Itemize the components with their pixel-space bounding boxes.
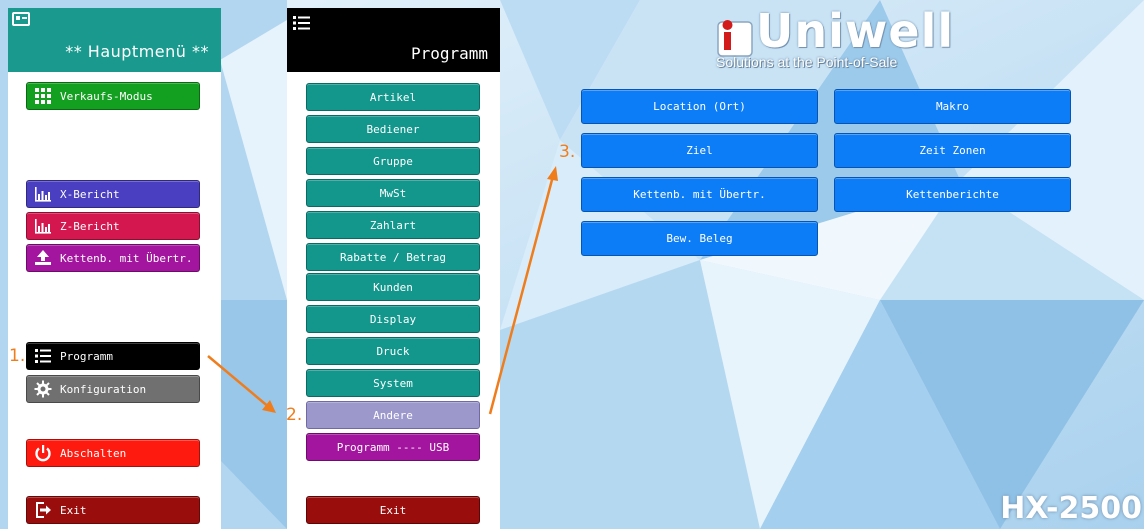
- grid-icon: [34, 87, 52, 105]
- location-ort-label: Location (Ort): [653, 100, 746, 113]
- program-menu-header: Programm: [287, 8, 500, 72]
- abschalten-label: Abschalten: [60, 446, 127, 460]
- kettenb-mit-uebertr-other-label: Kettenb. mit Übertr.: [633, 188, 766, 201]
- mwst-button[interactable]: MwSt: [306, 179, 480, 207]
- kettenb-mit-uebertr-other-button[interactable]: Kettenb. mit Übertr.: [581, 177, 818, 212]
- program-menu-panel: Programm Artikel Bediener Gruppe MwSt Za…: [287, 8, 500, 529]
- programm-label: Programm: [60, 349, 113, 363]
- kunden-label: Kunden: [373, 280, 413, 294]
- verkaufs-modus-label: Verkaufs-Modus: [60, 89, 153, 103]
- zahlart-button[interactable]: Zahlart: [306, 211, 480, 239]
- logo-tagline: Solutions at the Point-of-Sale: [716, 54, 898, 70]
- z-bericht-button[interactable]: Z-Bericht: [26, 212, 200, 240]
- gruppe-label: Gruppe: [373, 154, 413, 168]
- program-exit-label: Exit: [379, 503, 407, 517]
- makro-label: Makro: [935, 100, 970, 113]
- mwst-label: MwSt: [379, 186, 407, 200]
- logo-brand: Uniwell: [756, 4, 955, 58]
- system-label: System: [373, 376, 413, 390]
- ziel-button[interactable]: Ziel: [581, 133, 818, 168]
- program-exit-button[interactable]: Exit: [306, 496, 480, 524]
- kettenb-mit-uebertr-label: Kettenb. mit Übertr.: [60, 251, 193, 265]
- kunden-button[interactable]: Kunden: [306, 273, 480, 301]
- list-icon[interactable]: [293, 15, 311, 35]
- display-button[interactable]: Display: [306, 305, 480, 333]
- x-bericht-button[interactable]: X-Bericht: [26, 180, 200, 208]
- kettenberichte-button[interactable]: Kettenberichte: [834, 177, 1071, 212]
- konfiguration-button[interactable]: Konfiguration: [26, 375, 200, 403]
- druck-label: Druck: [376, 344, 410, 358]
- contact-card-icon[interactable]: [12, 12, 30, 26]
- step-3-label: 3.: [559, 142, 576, 162]
- bar-chart-icon: [34, 185, 52, 203]
- main-menu-title: ** Hauptmenü **: [65, 42, 209, 61]
- andere-button[interactable]: Andere: [306, 401, 480, 429]
- z-bericht-label: Z-Bericht: [60, 219, 120, 233]
- gear-icon: [34, 380, 52, 398]
- zeit-zonen-button[interactable]: Zeit Zonen: [834, 133, 1071, 168]
- bediener-label: Bediener: [366, 122, 420, 136]
- konfiguration-label: Konfiguration: [60, 382, 147, 396]
- location-ort-button[interactable]: Location (Ort): [581, 89, 818, 124]
- main-menu-panel: ** Hauptmenü ** Verkaufs-Modus X-Bericht…: [8, 8, 221, 529]
- x-bericht-label: X-Bericht: [60, 187, 120, 201]
- list-icon: [34, 347, 52, 365]
- bew-beleg-label: Bew. Beleg: [666, 232, 733, 245]
- system-button[interactable]: System: [306, 369, 480, 397]
- druck-button[interactable]: Druck: [306, 337, 480, 365]
- zahlart-label: Zahlart: [369, 218, 417, 232]
- andere-label: Andere: [373, 408, 413, 422]
- artikel-label: Artikel: [369, 90, 417, 104]
- program-menu-title: Programm: [410, 44, 488, 63]
- programm-usb-button[interactable]: Programm ---- USB: [306, 433, 480, 461]
- upload-icon: [34, 249, 52, 267]
- rabatte-betrag-label: Rabatte / Betrag: [340, 250, 446, 264]
- zeit-zonen-label: Zeit Zonen: [919, 144, 986, 157]
- ziel-label: Ziel: [686, 144, 713, 157]
- power-icon: [34, 444, 52, 462]
- bediener-button[interactable]: Bediener: [306, 115, 480, 143]
- exit-label: Exit: [60, 503, 87, 517]
- step-2-label: 2.: [286, 405, 303, 425]
- exit-button[interactable]: Exit: [26, 496, 200, 524]
- verkaufs-modus-button[interactable]: Verkaufs-Modus: [26, 82, 200, 110]
- main-menu-header: ** Hauptmenü **: [8, 8, 221, 72]
- makro-button[interactable]: Makro: [834, 89, 1071, 124]
- kettenb-mit-uebertr-button[interactable]: Kettenb. mit Übertr.: [26, 244, 200, 272]
- step-1-label: 1.: [9, 346, 26, 366]
- rabatte-betrag-button[interactable]: Rabatte / Betrag: [306, 243, 480, 271]
- gruppe-button[interactable]: Gruppe: [306, 147, 480, 175]
- uniwell-logo: Uniwell Solutions at the Point-of-Sale: [716, 4, 953, 72]
- display-label: Display: [369, 312, 417, 326]
- programm-button[interactable]: Programm: [26, 342, 200, 370]
- model-label: HX-2500: [1000, 491, 1142, 526]
- programm-usb-label: Programm ---- USB: [336, 440, 450, 454]
- artikel-button[interactable]: Artikel: [306, 83, 480, 111]
- bar-chart-icon: [34, 217, 52, 235]
- bew-beleg-button[interactable]: Bew. Beleg: [581, 221, 818, 256]
- exit-icon: [34, 501, 52, 519]
- abschalten-button[interactable]: Abschalten: [26, 439, 200, 467]
- uniwell-logo-mark: [717, 20, 753, 57]
- kettenberichte-label: Kettenberichte: [906, 188, 999, 201]
